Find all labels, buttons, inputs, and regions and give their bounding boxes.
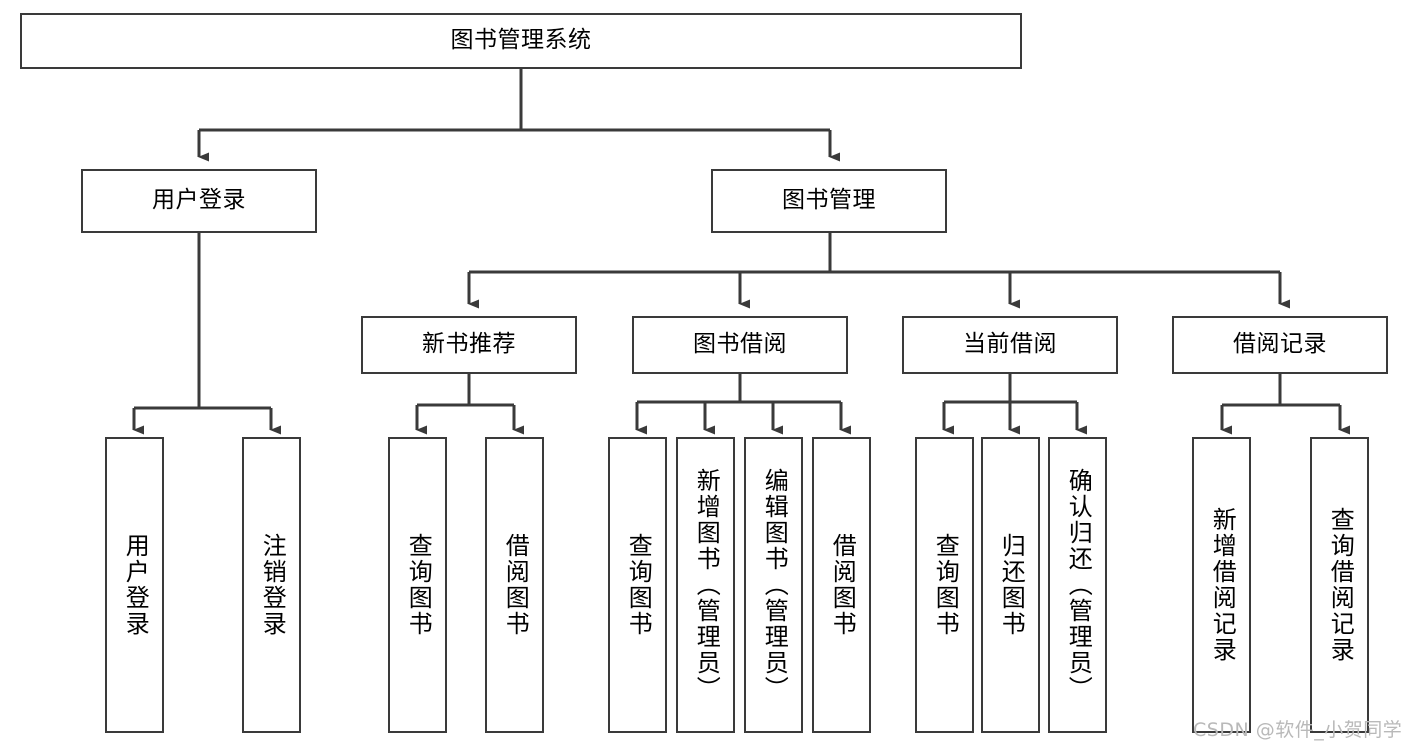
node-borrow-record[interactable]: 借阅记录 (1172, 316, 1388, 374)
node-leaf-book-borrow-3[interactable]: 编辑图书（管理员） (744, 437, 803, 733)
node-leaf-user-login-1[interactable]: 用户登录 (105, 437, 164, 733)
node-book-borrow[interactable]: 图书借阅 (632, 316, 848, 374)
node-leaf-label: 新增图书（管理员） (692, 468, 721, 702)
node-user-login-label: 用户登录 (152, 187, 246, 214)
node-book-manage[interactable]: 图书管理 (711, 169, 947, 233)
node-current-borrow-label: 当前借阅 (963, 331, 1057, 358)
node-leaf-label: 归还图书 (997, 533, 1026, 637)
node-leaf-label: 查询借阅记录 (1326, 507, 1355, 663)
node-leaf-label: 查询图书 (931, 533, 960, 637)
node-leaf-current-borrow-2[interactable]: 归还图书 (981, 437, 1040, 733)
node-user-login[interactable]: 用户登录 (81, 169, 317, 233)
node-book-manage-label: 图书管理 (782, 187, 876, 214)
node-leaf-new-book-2[interactable]: 借阅图书 (485, 437, 544, 733)
node-leaf-label: 查询图书 (624, 533, 653, 637)
node-leaf-new-book-1[interactable]: 查询图书 (388, 437, 447, 733)
node-book-borrow-label: 图书借阅 (693, 331, 787, 358)
node-leaf-label: 借阅图书 (501, 533, 530, 637)
node-leaf-borrow-record-2[interactable]: 查询借阅记录 (1310, 437, 1369, 733)
node-leaf-book-borrow-4[interactable]: 借阅图书 (812, 437, 871, 733)
node-current-borrow[interactable]: 当前借阅 (902, 316, 1118, 374)
node-leaf-book-borrow-1[interactable]: 查询图书 (608, 437, 667, 733)
node-leaf-label: 新增借阅记录 (1208, 507, 1237, 663)
node-leaf-label: 确认归还（管理员） (1064, 468, 1093, 702)
node-leaf-current-borrow-3[interactable]: 确认归还（管理员） (1048, 437, 1107, 733)
node-leaf-label: 查询图书 (404, 533, 433, 637)
node-new-book-recommend-label: 新书推荐 (422, 331, 516, 358)
node-leaf-borrow-record-1[interactable]: 新增借阅记录 (1192, 437, 1251, 733)
node-leaf-label: 注销登录 (258, 533, 287, 637)
node-leaf-label: 用户登录 (121, 533, 150, 637)
node-leaf-label: 编辑图书（管理员） (760, 468, 789, 702)
node-leaf-current-borrow-1[interactable]: 查询图书 (915, 437, 974, 733)
node-root-label: 图书管理系统 (450, 27, 592, 54)
node-leaf-book-borrow-2[interactable]: 新增图书（管理员） (676, 437, 735, 733)
node-leaf-label: 借阅图书 (828, 533, 857, 637)
node-new-book-recommend[interactable]: 新书推荐 (361, 316, 577, 374)
node-borrow-record-label: 借阅记录 (1233, 331, 1327, 358)
node-leaf-user-login-2[interactable]: 注销登录 (242, 437, 301, 733)
node-root[interactable]: 图书管理系统 (20, 13, 1022, 69)
watermark: CSDN @软件_小贺同学 (1193, 719, 1403, 741)
